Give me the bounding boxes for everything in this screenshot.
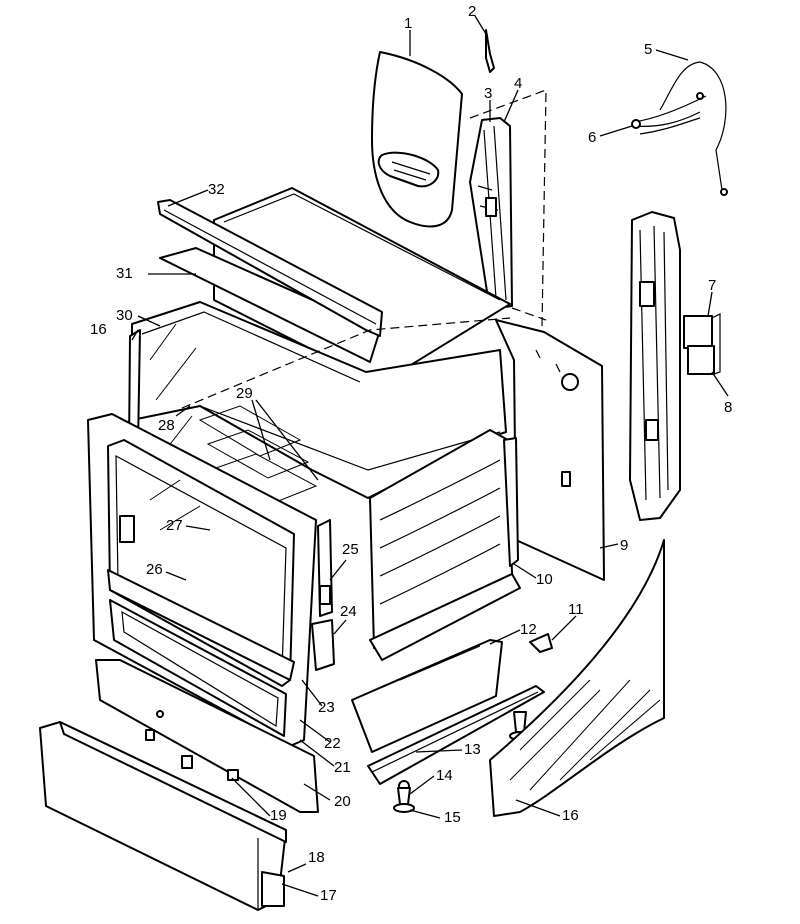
rear-outline <box>469 89 547 327</box>
leader-lines <box>131 15 729 897</box>
callout-18: 18 <box>308 849 325 866</box>
callout-14: 14 <box>436 767 453 784</box>
callout-5: 5 <box>644 41 652 58</box>
part-left-bracket <box>469 117 513 309</box>
callout-8: 8 <box>724 399 732 416</box>
part-drawer-front <box>39 721 287 911</box>
part-cabinet-body <box>131 301 511 503</box>
part-door-frame <box>87 413 317 747</box>
callout-11: 11 <box>568 601 584 618</box>
callout-16-left: 16 <box>90 321 107 338</box>
part-wire-harness <box>631 61 728 196</box>
callout-21: 21 <box>334 759 351 776</box>
part-hinge <box>311 519 335 671</box>
part-right-bracket <box>629 211 681 521</box>
callout-29: 29 <box>236 385 253 402</box>
callout-30: 30 <box>116 307 133 324</box>
part-mounting-bracket <box>683 313 721 375</box>
part-pin <box>485 29 495 73</box>
callout-10: 10 <box>536 571 553 588</box>
callout-17: 17 <box>320 887 337 904</box>
callout-25: 25 <box>342 541 359 558</box>
callout-2: 2 <box>468 3 476 20</box>
callout-3: 3 <box>484 85 492 102</box>
part-top-panel <box>157 187 511 385</box>
part-bottom-tray <box>351 639 503 753</box>
part-side-strip <box>503 437 519 567</box>
part-clip <box>529 633 553 653</box>
callout-20: 20 <box>334 793 351 810</box>
part-kick-panel <box>95 659 319 813</box>
callout-22: 22 <box>324 735 341 752</box>
callout-32: 32 <box>208 181 225 198</box>
callout-7: 7 <box>708 277 716 294</box>
callout-19: 19 <box>270 807 287 824</box>
callout-9: 9 <box>620 537 628 554</box>
callout-labels: 1 2 3 4 5 6 7 8 9 10 11 12 13 14 15 16 1… <box>90 3 732 904</box>
callout-1: 1 <box>404 15 412 32</box>
callout-13: 13 <box>464 741 481 758</box>
callout-6: 6 <box>588 129 596 146</box>
callout-28: 28 <box>158 417 175 434</box>
callout-4: 4 <box>514 75 522 92</box>
callout-27: 27 <box>166 517 183 534</box>
part-oven-liner <box>369 429 521 661</box>
part-rear-panel <box>495 319 605 581</box>
part-side-panel-right <box>489 539 665 817</box>
callout-15: 15 <box>444 809 461 826</box>
callout-12: 12 <box>520 621 537 638</box>
callout-16-right: 16 <box>562 807 579 824</box>
callout-31: 31 <box>116 265 133 282</box>
part-shield-panel <box>371 51 463 228</box>
callout-23: 23 <box>318 699 335 716</box>
callout-24: 24 <box>340 603 357 620</box>
callout-26: 26 <box>146 561 163 578</box>
